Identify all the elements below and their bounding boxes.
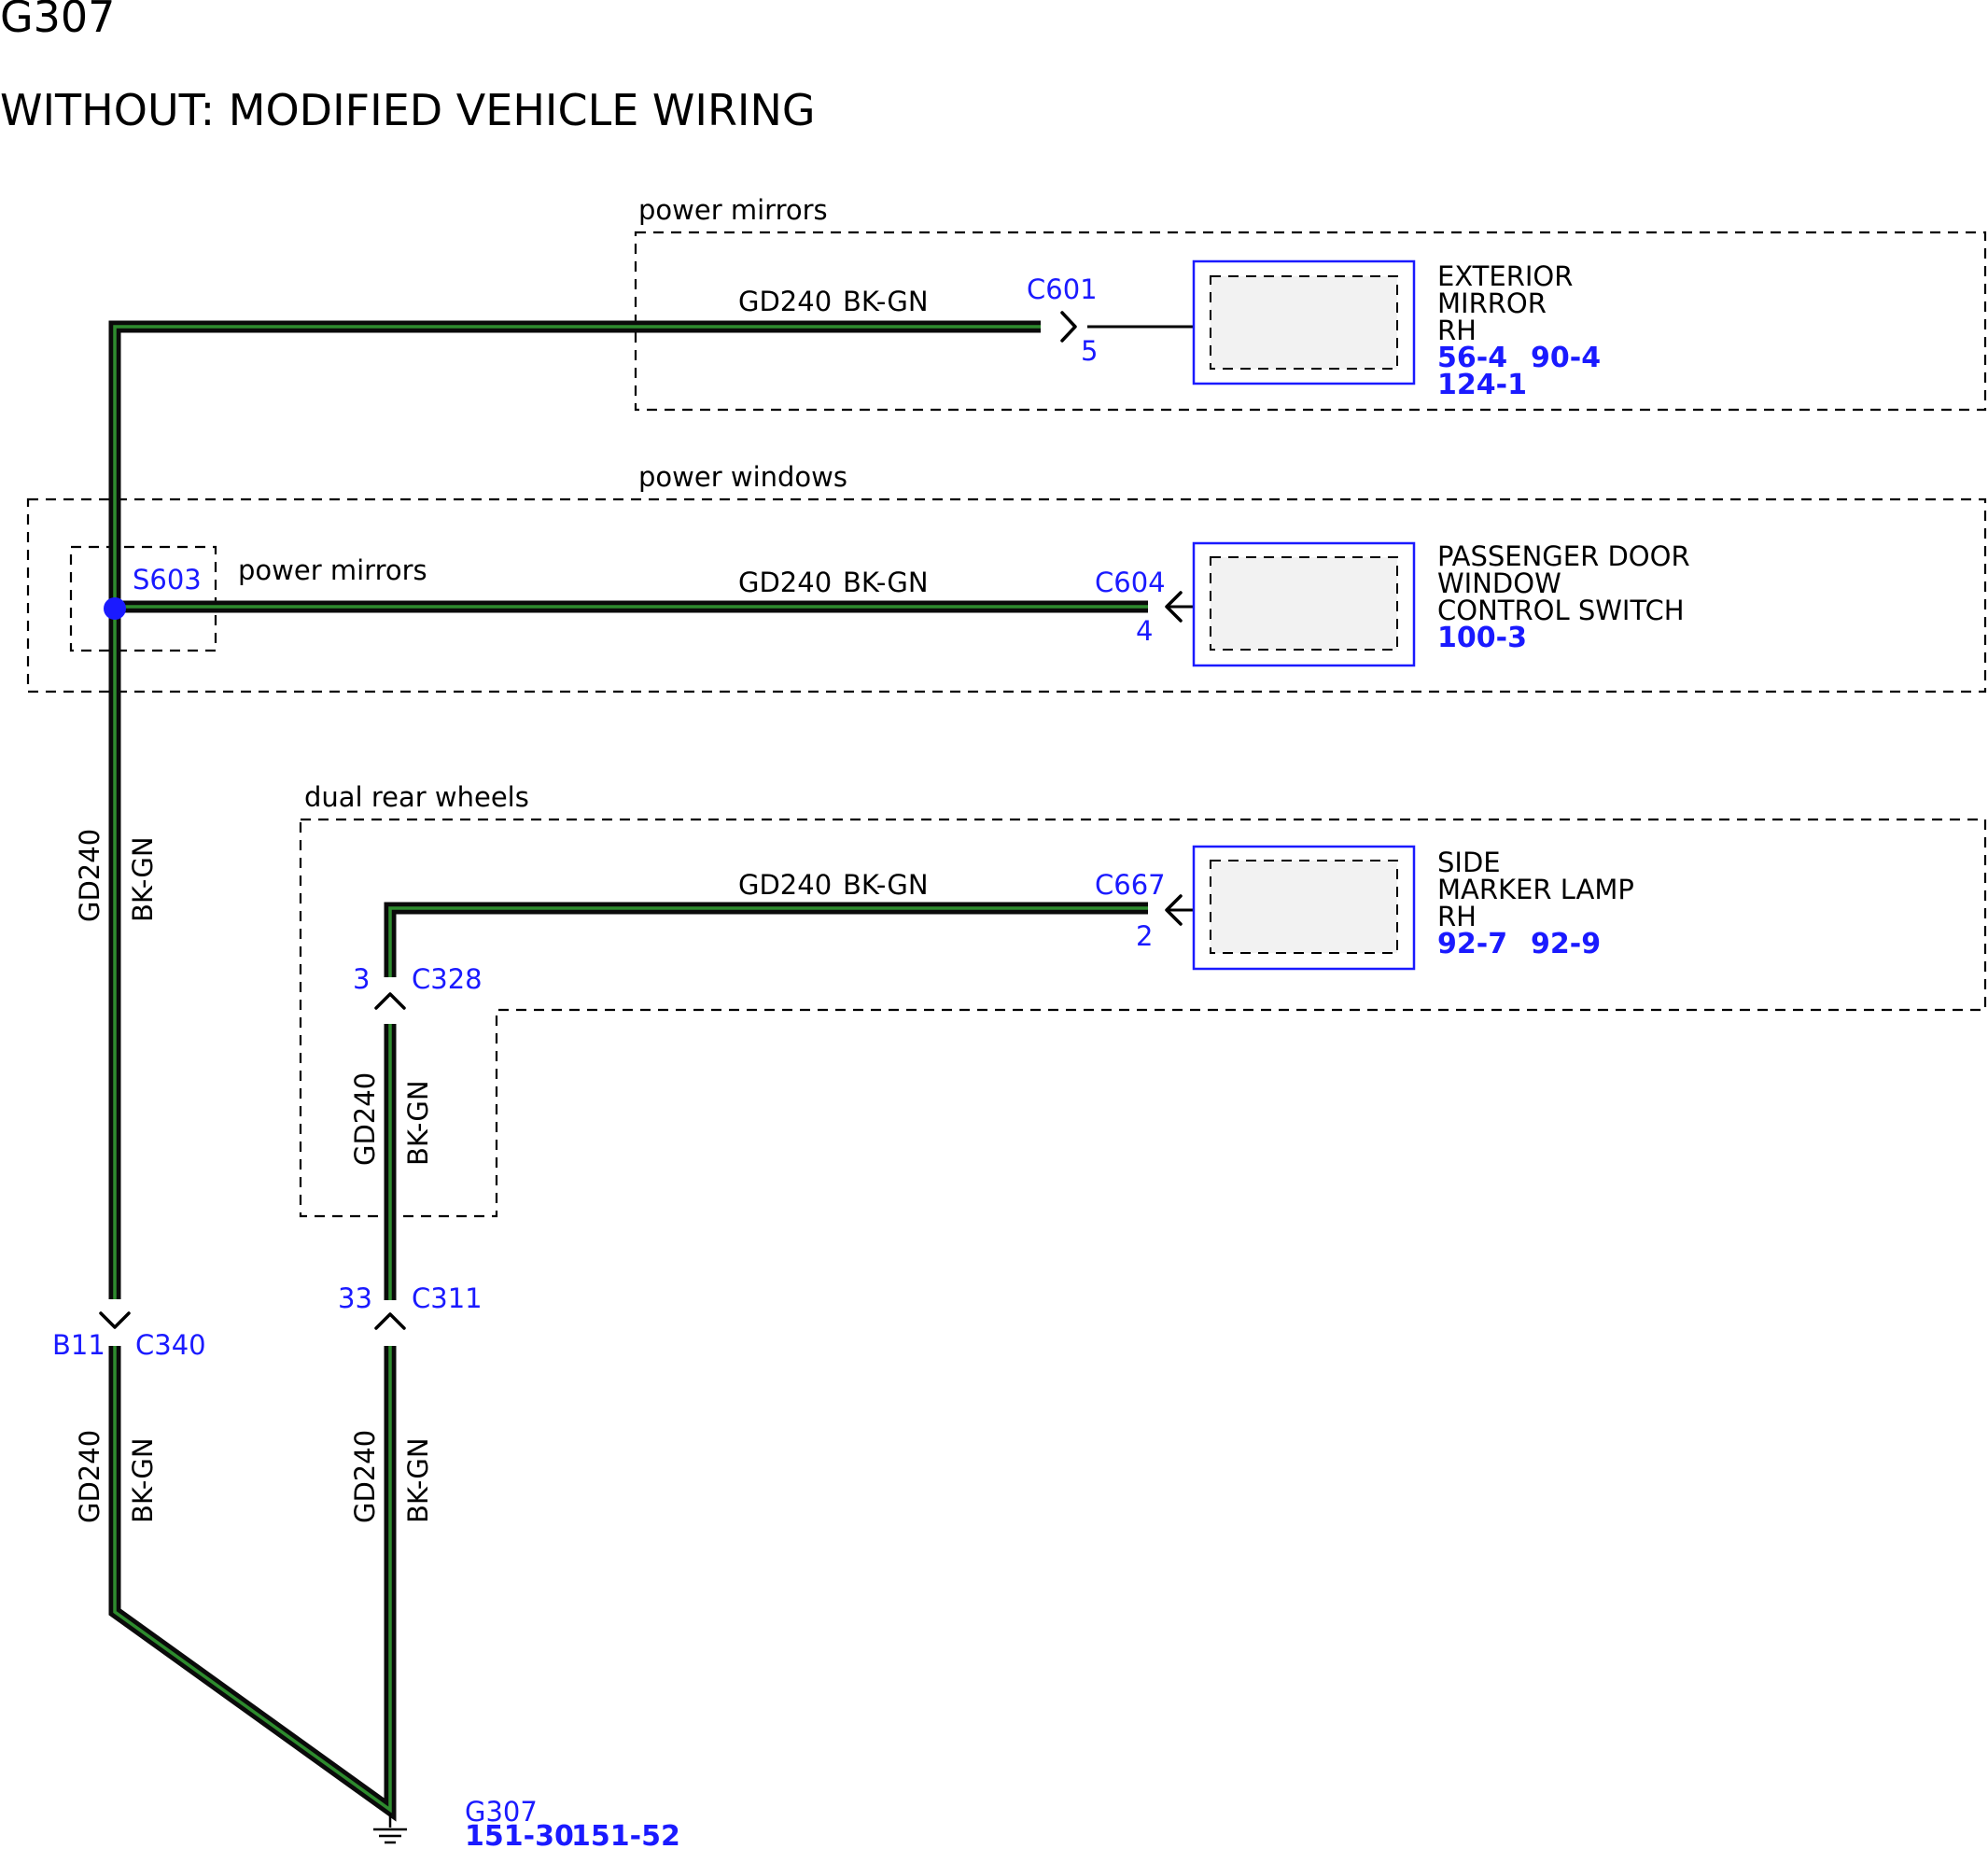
mirror-line-2: MIRROR: [1437, 287, 1547, 319]
wire-color: BK-GN: [843, 286, 929, 317]
c340-pin: B11: [52, 1329, 105, 1361]
group-dual-rear-wheels-label: dual rear wheels: [304, 781, 529, 813]
side-marker-lamp-label: SIDE MARKER LAMP RH 92-7 92-9: [1437, 847, 1634, 960]
ground-ref-link[interactable]: 151-30: [465, 1820, 574, 1849]
group-power-mirrors-label: power mirrors: [638, 194, 828, 226]
lamp-line-1: SIDE: [1437, 847, 1501, 878]
c601-pin: 5: [1081, 335, 1098, 367]
wire-circuit: GD240: [738, 869, 832, 901]
wire-circuit: GD240: [74, 829, 105, 922]
group-splice-power-mirrors-label: power mirrors: [238, 554, 427, 586]
group-dual-rear-wheels: dual rear wheels: [299, 781, 1987, 1218]
wire-color: BK-GN: [127, 836, 159, 922]
diagram-title: G307: [0, 0, 115, 42]
wire-label-branch-lower: GD240 BK-GN: [349, 1430, 434, 1523]
wire-label-trunk-upper: GD240 BK-GN: [74, 829, 159, 922]
group-power-windows: power windows: [26, 461, 1987, 693]
wire-color: BK-GN: [402, 1437, 434, 1523]
wire-circuit: GD240: [349, 1072, 381, 1166]
c604-label[interactable]: C604: [1095, 567, 1166, 598]
group-splice-power-mirrors: power mirrors: [69, 545, 427, 652]
c604-connector-icon: [1165, 591, 1183, 623]
component-passenger-window-switch[interactable]: [1192, 541, 1416, 667]
s603-splice-icon[interactable]: [104, 597, 126, 620]
wire-label-c604: GD240 BK-GN: [738, 567, 929, 598]
c328-label[interactable]: C328: [412, 963, 483, 995]
lamp-line-2: MARKER LAMP: [1437, 874, 1634, 905]
wire-label-trunk-lower: GD240 BK-GN: [74, 1430, 159, 1523]
c311-label[interactable]: C311: [412, 1282, 483, 1314]
mirror-ref-link[interactable]: 124-1: [1437, 369, 1527, 401]
ground-icon: [373, 1814, 407, 1844]
wire-color: BK-GN: [402, 1080, 434, 1166]
c667-label[interactable]: C667: [1095, 869, 1166, 901]
group-power-windows-label: power windows: [638, 461, 847, 493]
mirror-line-3: RH: [1437, 315, 1477, 346]
c601-connector-icon: [1060, 311, 1077, 343]
mirror-ref-link[interactable]: 56-4: [1437, 342, 1507, 374]
wire-color: BK-GN: [127, 1437, 159, 1523]
wire-color: BK-GN: [843, 869, 929, 901]
c328-pin: 3: [353, 963, 370, 995]
ground-label[interactable]: G307: [465, 1796, 538, 1828]
wire-label-c667: GD240 BK-GN: [738, 869, 929, 901]
switch-line-1: PASSENGER DOOR: [1437, 540, 1690, 572]
switch-ref-link[interactable]: 100-3: [1437, 622, 1527, 654]
c601-label[interactable]: C601: [1027, 273, 1098, 305]
lamp-ref-link[interactable]: 92-7: [1437, 928, 1507, 960]
c604-pin: 4: [1136, 615, 1153, 647]
wire-circuit: GD240: [738, 286, 832, 317]
c311-connector-icon: [374, 1312, 406, 1330]
wire-circuit: GD240: [738, 567, 832, 598]
mirror-line-1: EXTERIOR: [1437, 260, 1573, 292]
lamp-line-3: RH: [1437, 901, 1477, 932]
switch-line-3: CONTROL SWITCH: [1437, 595, 1685, 626]
wire-circuit: GD240: [74, 1430, 105, 1523]
s603-label[interactable]: S603: [133, 564, 202, 595]
wire-main-trunk[interactable]: [108, 320, 1041, 1299]
wire-circuit: GD240: [349, 1430, 381, 1523]
wire-c328-to-c667[interactable]: [384, 902, 1148, 977]
switch-line-2: WINDOW: [1437, 567, 1561, 599]
ground-ref-link[interactable]: 151-52: [571, 1820, 680, 1849]
c340-connector-icon: [99, 1311, 131, 1329]
passenger-window-switch-label: PASSENGER DOOR WINDOW CONTROL SWITCH 100…: [1437, 540, 1690, 654]
component-exterior-mirror-rh[interactable]: [1192, 259, 1416, 385]
lamp-ref-link[interactable]: 92-9: [1531, 928, 1601, 960]
c667-connector-icon: [1165, 894, 1183, 926]
component-side-marker-lamp-rh[interactable]: [1192, 845, 1416, 971]
wire-c340-to-ground[interactable]: [108, 1346, 397, 1822]
c667-pin: 2: [1136, 920, 1153, 952]
mirror-ref-link[interactable]: 90-4: [1531, 342, 1601, 374]
wire-label-c601: GD240 BK-GN: [738, 286, 929, 317]
group-power-mirrors: power mirrors: [634, 194, 1987, 412]
wire-color: BK-GN: [843, 567, 929, 598]
exterior-mirror-label: EXTERIOR MIRROR RH 56-4 90-4 124-1: [1437, 260, 1601, 401]
diagram-subtitle: WITHOUT: MODIFIED VEHICLE WIRING: [0, 85, 816, 135]
c311-pin: 33: [338, 1282, 372, 1314]
c328-connector-icon: [374, 992, 406, 1010]
c340-label[interactable]: C340: [135, 1329, 206, 1361]
wire-label-branch-middle: GD240 BK-GN: [349, 1072, 434, 1166]
